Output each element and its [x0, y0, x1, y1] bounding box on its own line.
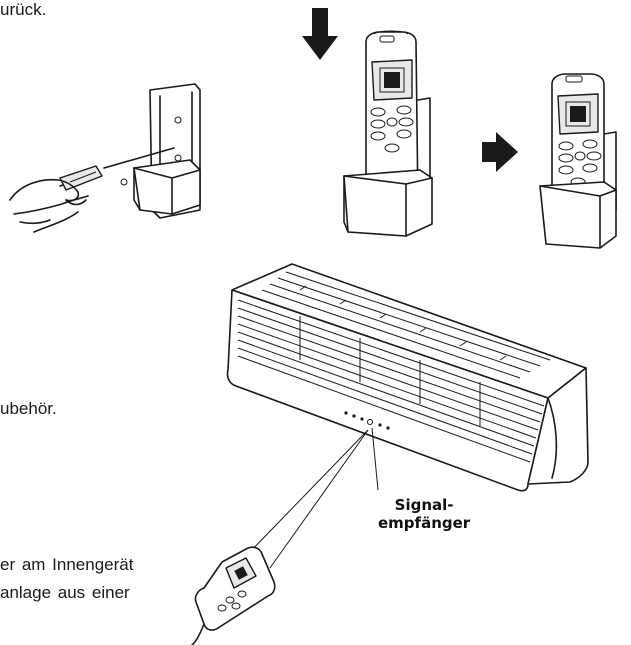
remote-in-holder-step2 [343, 30, 433, 237]
right-arrow-icon [482, 132, 518, 172]
hand-screwdriver-illustration [9, 83, 201, 233]
down-arrow-icon [302, 8, 338, 60]
signal-receiver-label-line1: Signal- [394, 496, 454, 514]
signal-receiver-label: Signal- empfänger [378, 496, 470, 532]
remote-control-icon [191, 546, 276, 645]
text-line-4: anlage aus einer [0, 583, 130, 602]
text-line-1: urück. [0, 0, 47, 19]
holder-icon [133, 83, 201, 219]
text-line-3: er am Innengerät [0, 555, 134, 574]
signal-beam [245, 429, 369, 569]
signal-receiver-label-line2: empfänger [378, 514, 471, 532]
text-line-2: ubehör. [0, 399, 57, 418]
air-conditioner-icon [226, 263, 589, 492]
remote-in-holder-step3 [539, 73, 617, 249]
